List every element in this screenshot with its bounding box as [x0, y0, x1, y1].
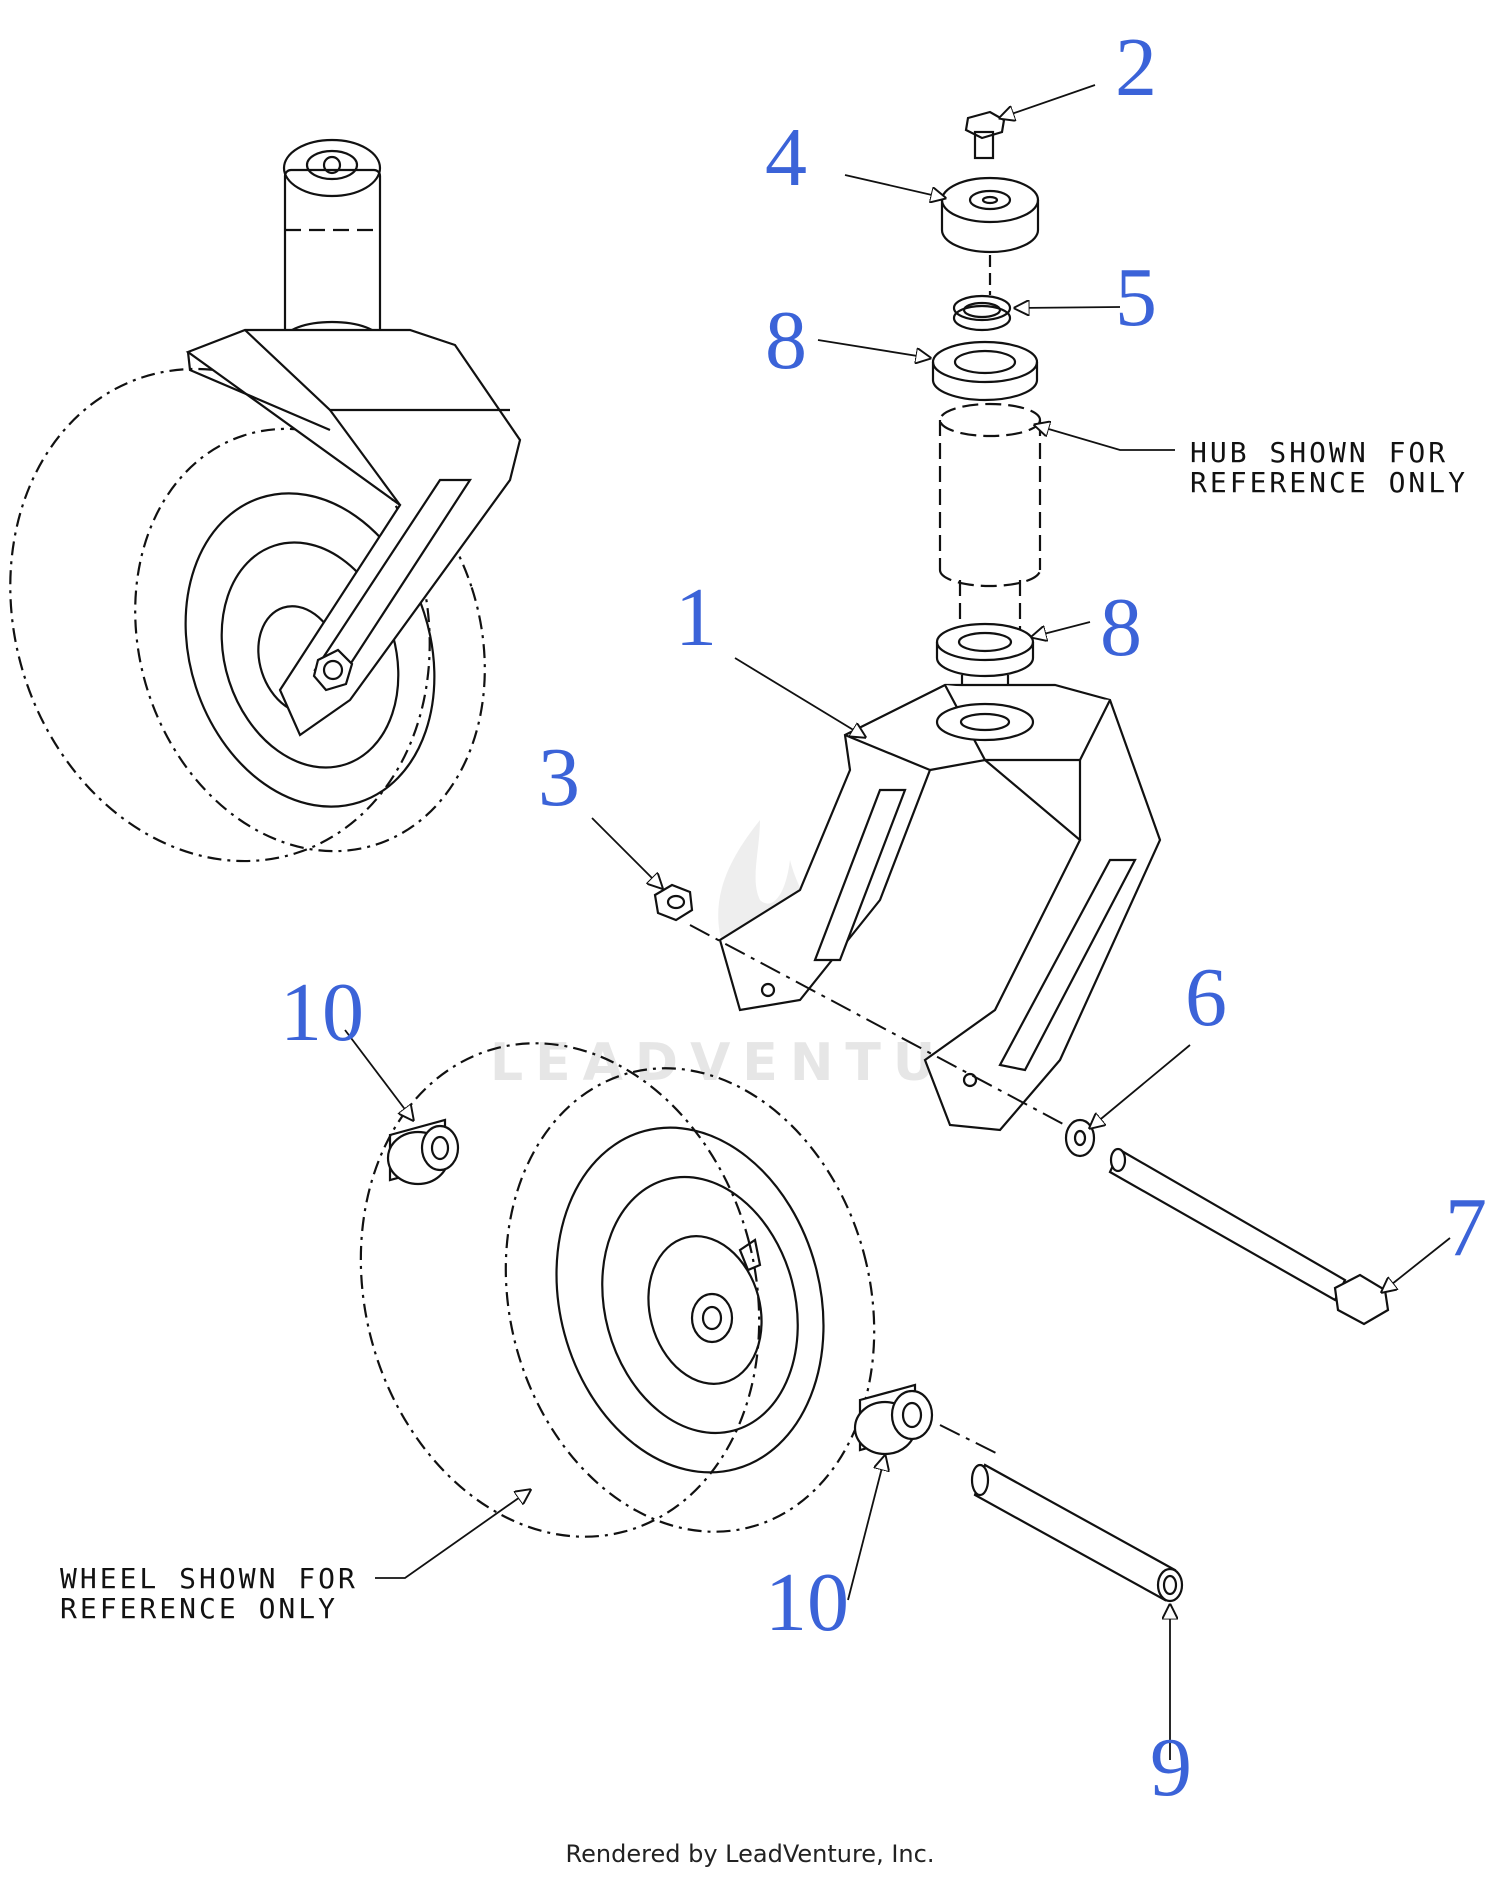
- assembled-caster-wheel: [9, 138, 522, 863]
- callout-7: 7: [1445, 1181, 1487, 1274]
- hub-note-line1: HUB SHOWN FOR: [1190, 436, 1448, 469]
- hub-tube: [938, 402, 1042, 630]
- footer-credit: Rendered by LeadVenture, Inc.: [565, 1840, 935, 1868]
- washer-part: [1064, 1118, 1096, 1158]
- callout-5: 5: [1115, 251, 1157, 344]
- spacer-left-part: [386, 1118, 460, 1186]
- bolt-part: [964, 110, 1006, 160]
- callout-10-left: 10: [280, 966, 364, 1059]
- axle-centerline: [689, 924, 1066, 1126]
- spacer-right-part: [853, 1383, 934, 1456]
- long-bolt-part: [1108, 1147, 1390, 1326]
- wheel-note-line2: REFERENCE ONLY: [60, 1592, 338, 1625]
- callout-4: 4: [765, 111, 807, 204]
- callout-1: 1: [675, 571, 717, 664]
- callout-8-upper: 8: [765, 294, 807, 387]
- callout-3: 3: [538, 731, 580, 824]
- callout-2: 2: [1115, 21, 1157, 114]
- bearing-upper-part: [931, 340, 1039, 402]
- reference-wheel: [359, 1042, 876, 1538]
- callout-8-lower: 8: [1100, 581, 1142, 674]
- callout-10-right: 10: [765, 1556, 849, 1649]
- axle-sleeve-part: [970, 1463, 1184, 1603]
- seal-part: [952, 294, 1012, 332]
- hub-note-line2: REFERENCE ONLY: [1190, 466, 1468, 499]
- dust-cap-part: [940, 176, 1040, 254]
- callout-6: 6: [1185, 951, 1227, 1044]
- caster-fork-part: [718, 683, 1162, 1132]
- leader-lines: [344, 84, 1451, 1760]
- callout-9: 9: [1150, 1721, 1192, 1814]
- wheel-note-line1: WHEEL SHOWN FOR: [60, 1562, 358, 1595]
- hub-stack: [931, 110, 1042, 700]
- bearing-lower-part: [935, 622, 1035, 678]
- nut-part: [653, 883, 694, 922]
